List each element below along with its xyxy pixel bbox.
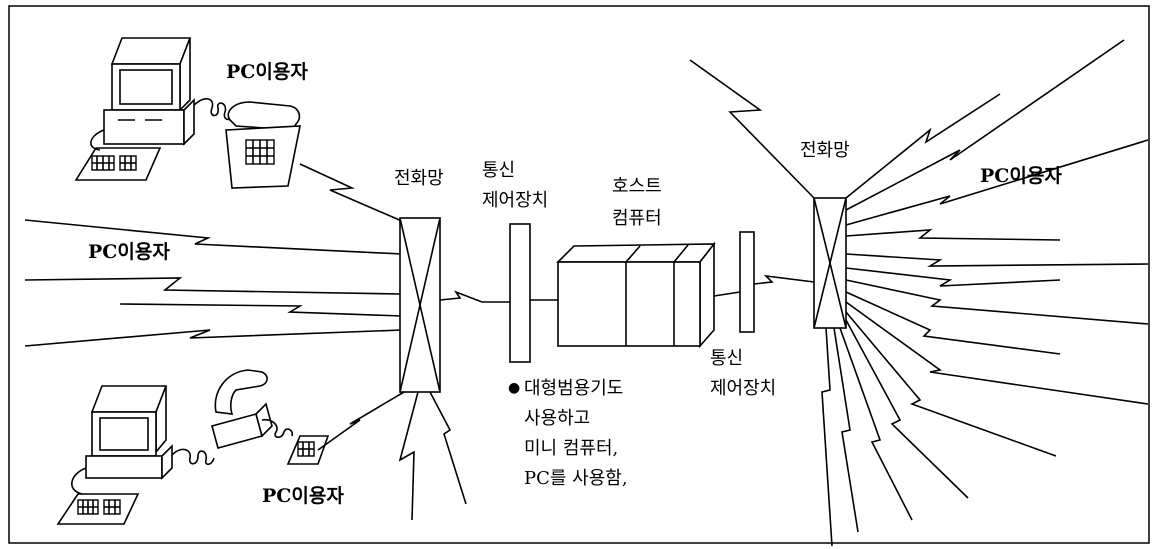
phone-network-label-left: 전화망: [394, 168, 444, 189]
comm-control-unit-left: [509, 223, 531, 363]
connection-line: [713, 291, 741, 297]
lightning-lines-left: [24, 219, 403, 347]
telephone-icon: [211, 369, 273, 449]
note-bullet: ●: [508, 380, 520, 396]
phone-network-right: [813, 197, 847, 329]
note-line-2: 사용하고: [524, 408, 590, 429]
comm-control-unit-right: [739, 231, 755, 333]
host-computer-icon: [556, 241, 716, 349]
note-line-4: PC를 사용함,: [524, 468, 628, 489]
pc-user-label-right: PC이용자: [980, 165, 1062, 187]
connection-line: [398, 391, 419, 521]
desktop-computer-icon: [56, 385, 215, 525]
comm-control-label-right-1: 통신: [710, 348, 743, 369]
diagram-frame: [8, 5, 1150, 544]
note-line-3: 미니 컴퓨터,: [524, 438, 618, 459]
pc-user-label-top-left: PC이용자: [226, 61, 308, 83]
host-computer-label-2: 컴퓨터: [612, 208, 662, 229]
connection-line: [439, 290, 510, 303]
connection-line: [317, 391, 405, 451]
desktop-computer-icon: [74, 37, 237, 181]
pc-user-label-bottom-left: PC이용자: [262, 485, 344, 507]
phone-network-label-right: 전화망: [800, 140, 850, 161]
comm-control-label-left-1: 통신: [482, 160, 515, 181]
comm-control-label-right-2: 제어장치: [710, 378, 776, 399]
connection-line: [299, 163, 405, 223]
lightning-lines-right: [689, 39, 1149, 547]
comm-control-label-left-2: 제어장치: [482, 190, 548, 211]
phone-network-left: [399, 217, 441, 393]
pc-user-label-mid-left: PC이용자: [88, 241, 170, 263]
telephone-icon: [225, 101, 301, 189]
connection-line: [429, 391, 467, 505]
note-line-1: 대형범용기도: [524, 378, 623, 399]
modem-icon: [261, 418, 330, 465]
connection-line: [753, 274, 815, 285]
host-computer-label-1: 호스트: [612, 176, 662, 197]
